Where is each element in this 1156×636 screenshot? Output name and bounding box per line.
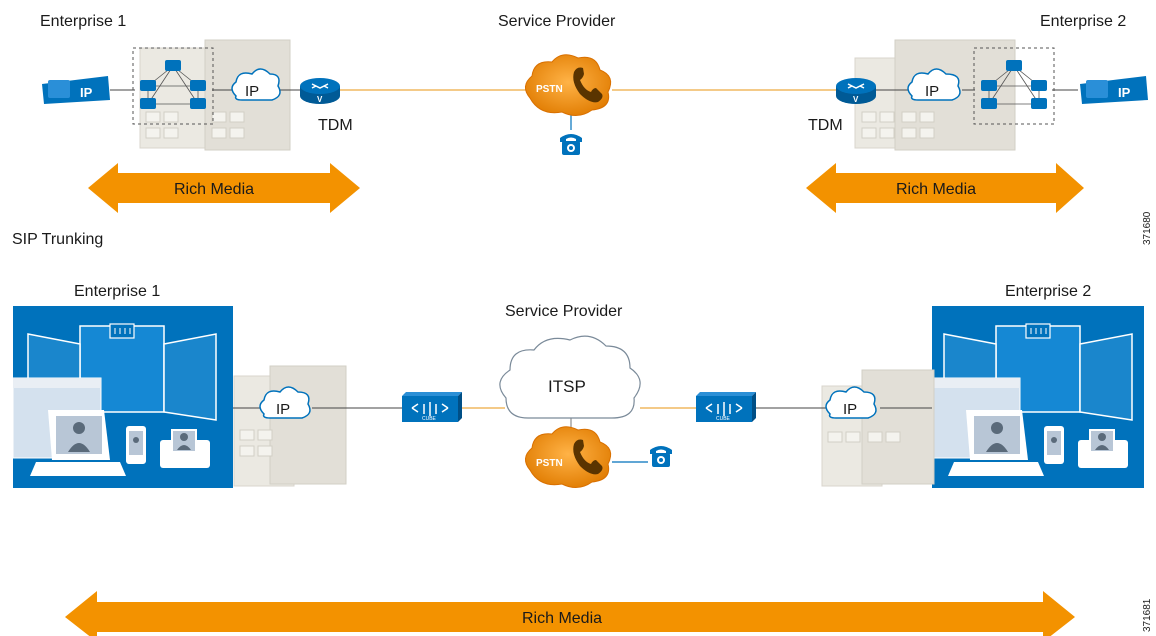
sip-trunking-label: SIP Trunking <box>12 231 103 248</box>
svg-text:V: V <box>317 95 323 104</box>
top-figure-id: 371680 <box>1142 211 1153 245</box>
top-pstn-cloud-icon <box>525 54 612 116</box>
top-right-pbx-cluster-icon <box>973 47 1055 125</box>
bottom-pstn-cloud-icon <box>525 426 612 488</box>
top-pstn-label: PSTN <box>536 84 563 95</box>
bottom-right-ip-cloud-icon <box>825 386 877 419</box>
top-pstn-telephone-icon <box>560 134 582 155</box>
top-right-ip-label: IP <box>925 83 939 100</box>
bottom-enterprise-1-label: Enterprise 1 <box>74 283 160 300</box>
top-left-rich-media-arrow <box>88 163 360 213</box>
bottom-left-building <box>233 365 347 487</box>
top-left-ip-cloud-icon <box>231 68 281 101</box>
top-right-tdm-label: TDM <box>808 117 843 134</box>
itsp-cloud-icon <box>499 335 641 419</box>
bottom-right-building <box>821 369 935 487</box>
top-left-voice-router-icon: V <box>300 78 340 104</box>
top-right-voice-router-icon: V <box>836 78 876 104</box>
itsp-label: ITSP <box>548 377 586 396</box>
top-left-rich-media-label: Rich Media <box>174 181 254 198</box>
bottom-right-ip-label: IP <box>843 401 857 418</box>
bottom-rich-media-arrow <box>65 591 1075 636</box>
top-service-provider-label: Service Provider <box>498 13 616 30</box>
top-left-ip-label: IP <box>245 83 259 100</box>
top-enterprise-1-label: Enterprise 1 <box>40 13 126 30</box>
top-enterprise-2-label: Enterprise 2 <box>1040 13 1126 30</box>
top-right-rich-media-label: Rich Media <box>896 181 976 198</box>
bottom-left-cube-device-icon <box>402 392 462 422</box>
top-right-rich-media-arrow <box>806 163 1084 213</box>
bottom-left-cube-label: CUBE <box>422 416 437 422</box>
bottom-pstn-telephone-icon <box>650 446 672 467</box>
top-left-tdm-label: TDM <box>318 117 353 134</box>
svg-text:V: V <box>853 95 859 104</box>
bottom-right-cube-device-icon <box>696 392 756 422</box>
bottom-left-office-panel <box>12 306 233 488</box>
bottom-right-cube-label: CUBE <box>716 416 731 422</box>
top-left-ip-phone-icon: IP <box>42 76 110 104</box>
bottom-left-ip-cloud-icon <box>259 386 311 419</box>
bottom-enterprise-2-label: Enterprise 2 <box>1005 283 1091 300</box>
top-right-ip-phone-icon: IP <box>1080 76 1148 104</box>
bottom-figure-id: 371681 <box>1142 598 1153 632</box>
bottom-rich-media-label: Rich Media <box>522 610 602 627</box>
svg-text:IP: IP <box>80 85 93 100</box>
bottom-left-ip-label: IP <box>276 401 290 418</box>
bottom-pstn-label: PSTN <box>536 458 563 469</box>
svg-text:IP: IP <box>1118 85 1131 100</box>
top-right-ip-cloud-icon <box>907 68 961 101</box>
top-left-pbx-cluster-icon <box>132 47 214 125</box>
bottom-right-office-panel <box>931 306 1144 488</box>
bottom-service-provider-label: Service Provider <box>505 303 623 320</box>
